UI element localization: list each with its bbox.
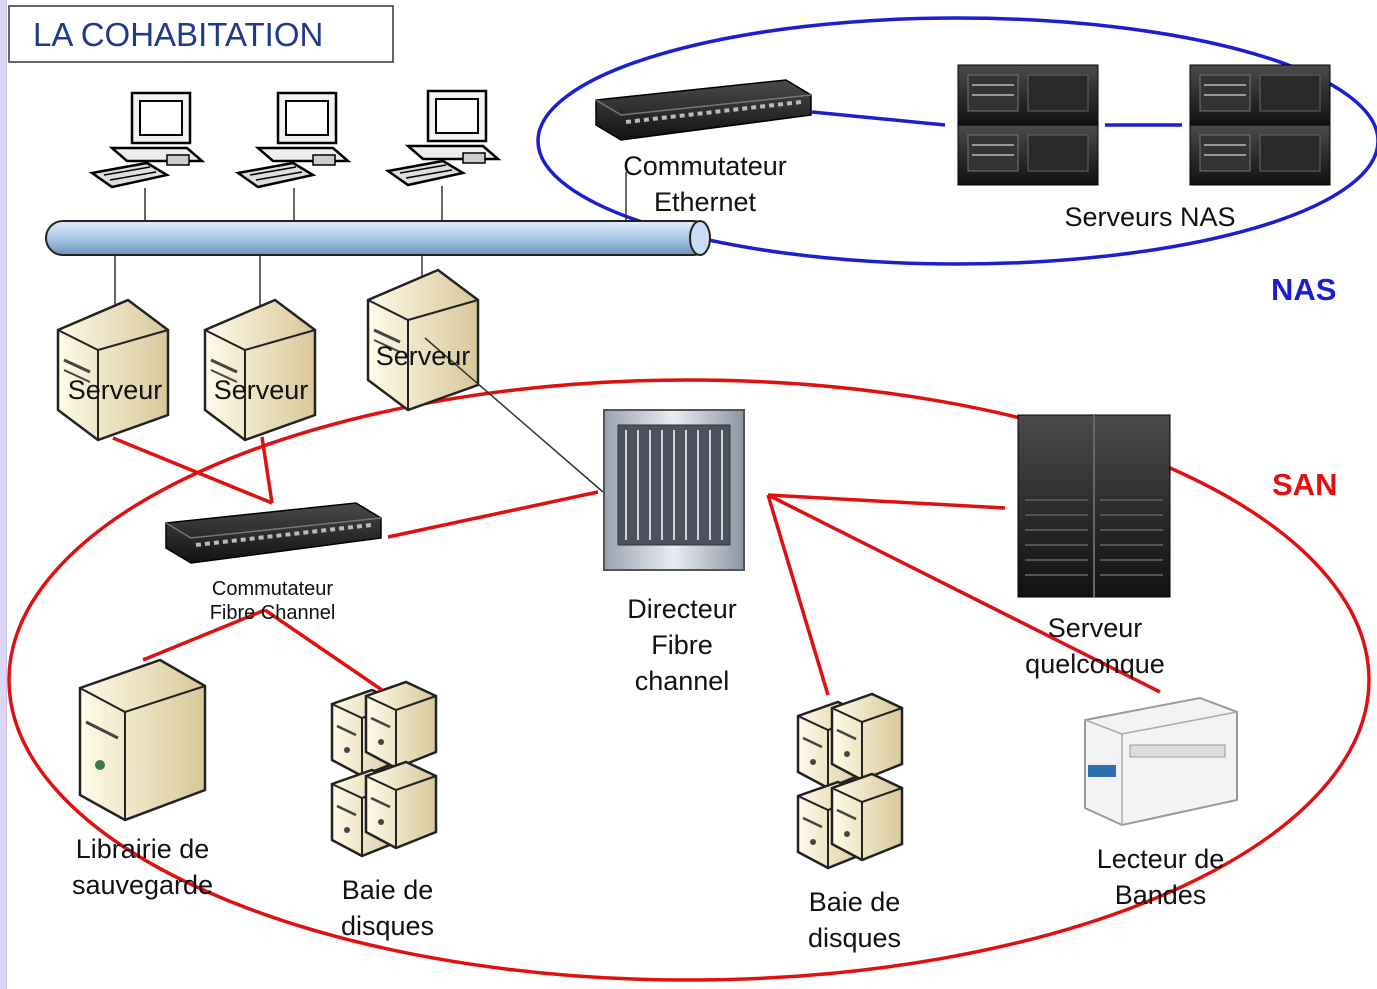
fibre-channel-director-label: Directeur Fibre channel [627,594,737,696]
server-label: Serveur [213,375,309,405]
generic-server-icon [1017,414,1171,598]
disk-array-label: Baie de disques [807,887,902,953]
page-title: LA COHABITATION [33,16,324,53]
ethernet-bus [45,220,711,256]
backup-library-icon [78,658,207,822]
server-label: Serveur [67,375,163,405]
fibre-channel-director-icon [603,409,745,571]
server-label: Serveur [375,341,471,371]
san-zone-ellipse [7,378,1371,982]
nas-zone-label: NAS [1271,272,1337,307]
san-links [112,436,1161,696]
workstation-icon [386,89,500,187]
tape-reader-label: Lecteur de Bandes [1096,844,1225,910]
fibre-channel-switch-label: Commutateur Fibre Channel [209,578,336,624]
title-box [8,5,394,63]
fibre-channel-switch-icon [164,501,383,565]
backup-library-label: Librairie de sauvegarde [71,834,214,900]
ethernet-switch-label: Commutateur Ethernet [623,151,787,217]
disk-array-icon [796,692,904,870]
server-icon [56,298,170,442]
nas-zone-ellipse [536,16,1377,266]
generic-server-label: Serveur quelconque [1025,613,1165,679]
nas-servers-label: Serveurs NAS [1064,202,1236,232]
server-icon [203,298,317,442]
workstation-icon [90,91,204,189]
workstation-icon [236,91,350,189]
title-box: LA COHABITATION [9,6,393,62]
disk-array-label: Baie de disques [340,875,435,941]
tape-reader-icon [1084,696,1238,827]
nas-server-icon [957,64,1099,186]
san-zone-label: SAN [1272,467,1338,502]
disk-array-icon [330,680,438,858]
ethernet-switch-icon [594,78,813,142]
nas-server-icon [1189,64,1331,186]
